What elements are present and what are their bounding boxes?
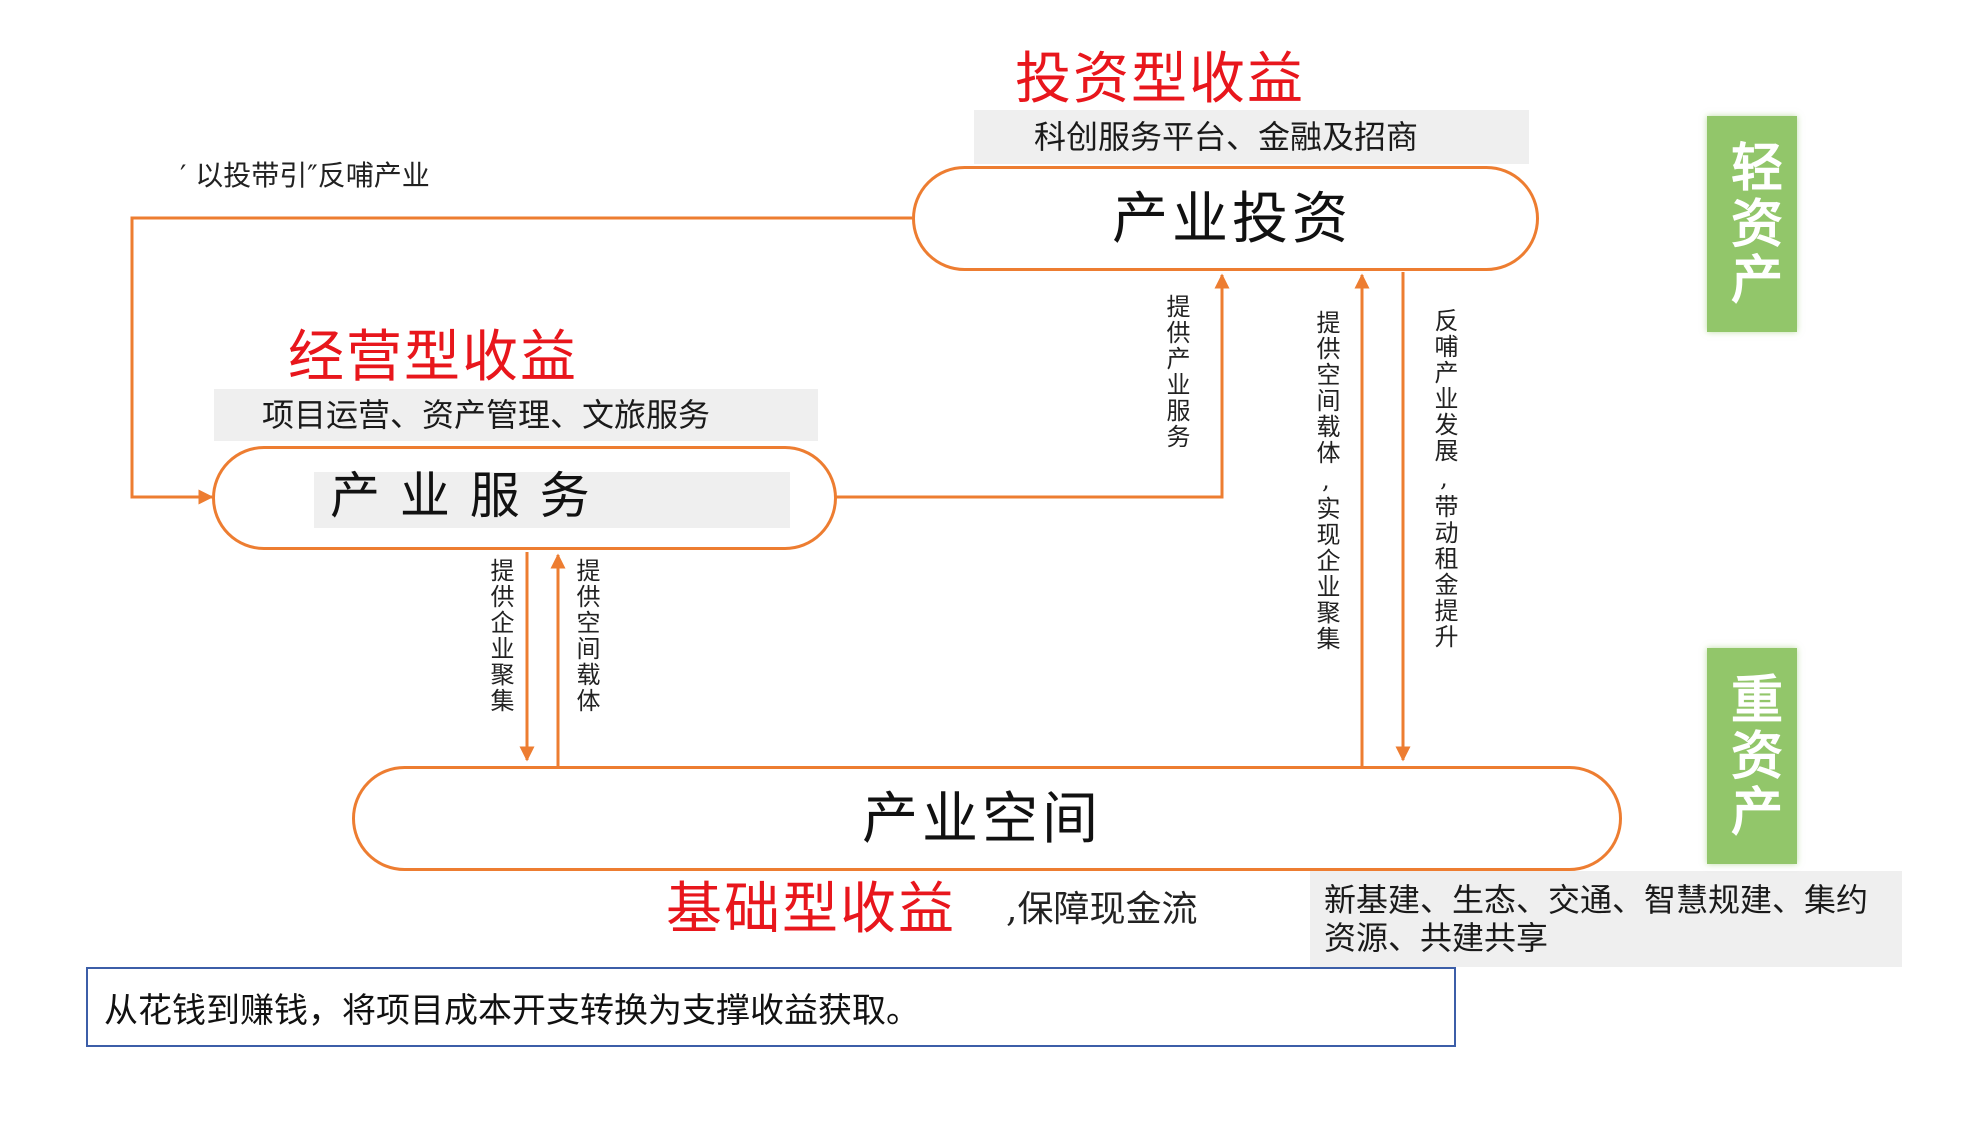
space-node [352, 766, 1622, 871]
space-to-investment-label: 提供空间载体,实现企业聚集 [1312, 310, 1340, 652]
investment-income-title: 投资型收益 [1015, 47, 1305, 112]
feedback-loop-line [130, 216, 912, 505]
investment-node [912, 166, 1539, 271]
service-subtitle: 项目运营、资产管理、文旅服务 [214, 389, 818, 441]
service-node-label: 产 业 服 务 [330, 467, 592, 525]
space-to-service-label: 提供空间载体 [572, 558, 600, 714]
space-income-suffix: ,保障现金流 [1006, 889, 1198, 930]
space-node-label: 产业空间 [862, 787, 1102, 852]
investment-to-space-label: 反哺产业发展,带动租金提升 [1430, 308, 1458, 650]
space-income-title: 基础型收益 [666, 877, 956, 942]
summary-note: 从花钱到赚钱，将项目成本开支转换为支撑收益获取。 [86, 967, 1456, 1047]
service-to-investment-line [835, 273, 1230, 499]
investment-node-label: 产业投资 [1112, 187, 1352, 252]
service-to-investment-label: 提供产业服务 [1162, 294, 1190, 450]
feedback-loop-label: ′ 以投带引″反哺产业 [180, 159, 430, 192]
heavy-asset-badge: 重资产 [1707, 648, 1797, 864]
light-asset-badge: 轻资产 [1707, 116, 1797, 332]
service-to-space-label: 提供企业聚集 [486, 558, 514, 714]
investment-subtitle: 科创服务平台、金融及招商 [974, 110, 1529, 164]
service-income-title: 经营型收益 [288, 325, 578, 390]
service-label-band [314, 472, 790, 528]
space-subtitle: 新基建、生态、交通、智慧规建、集约资源、共建共享 [1310, 871, 1902, 967]
